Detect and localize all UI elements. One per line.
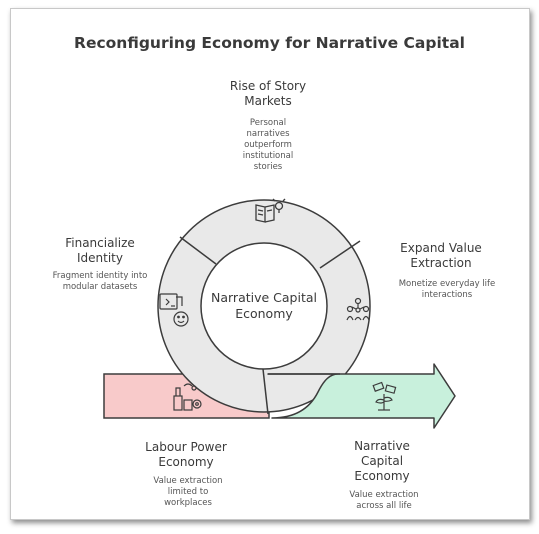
segment-rise-desc: Personal narratives outperform instituti…	[242, 118, 294, 172]
center-label: Narrative Capital Economy	[211, 290, 317, 321]
identity-puzzle-icon	[159, 293, 189, 327]
segment-rise-title: Rise of Story Markets	[229, 79, 307, 108]
segment-financialize-desc: Fragment identity into modular datasets	[52, 271, 148, 292]
start-desc: Value extraction limited to workplaces	[153, 476, 223, 508]
segment-expand-desc: Monetize everyday life interactions	[398, 279, 496, 300]
segment-financialize-title: Financialize Identity	[65, 236, 135, 265]
ring	[157, 199, 371, 415]
diagram-title: Reconfiguring Economy for Narrative Capi…	[74, 34, 465, 52]
money-plant-icon	[372, 381, 397, 411]
book-lightbulb-icon	[255, 198, 286, 223]
end-title: Narrative Capital Economy	[354, 439, 410, 483]
start-title: Labour Power Economy	[145, 440, 227, 469]
end-arrow	[267, 363, 456, 429]
people-network-icon	[346, 297, 370, 321]
segment-expand-title: Expand Value Extraction	[400, 241, 482, 270]
factory-gear-icon	[173, 383, 202, 411]
end-desc: Value extraction across all life	[349, 490, 419, 508]
